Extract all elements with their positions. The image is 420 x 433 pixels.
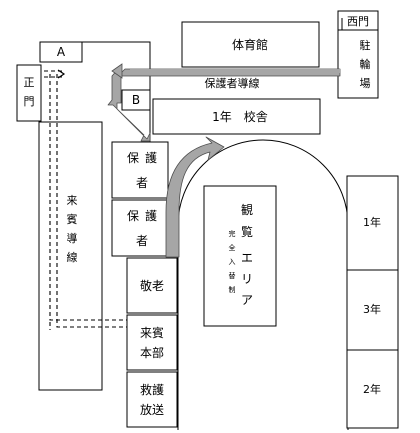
class-1-label: 1年 [363,215,381,229]
class-3-block [346,269,399,351]
full-rotation-label: 全 [229,243,236,252]
guardian-area-2-label: 者 [136,234,148,248]
guardian-area-2-label: 護 [145,208,157,223]
guest-route-label: 来 [67,194,78,207]
exchange-curved-arrow [165,136,225,258]
gate-b-box [121,89,151,111]
viewing-area-label: 覧 [241,225,253,239]
full-rotation-label: 制 [229,285,236,294]
guardian-area-1-label: 者 [136,176,148,190]
guest-hq-label: 来賓 [140,325,164,340]
viewing-area-label: リ [241,272,253,286]
first-year-building-label: 1年 校舎 [212,109,268,124]
gate-b-label: B [132,93,140,107]
bicycle-parking-label: 駐 [360,38,371,52]
viewing-area-label: エ [241,251,253,265]
guardian-area-2-box [111,199,169,257]
viewing-area-box [203,185,277,327]
guardian-route-label: 保護者導線 [205,76,260,90]
gate-a-label: A [57,45,66,59]
class-3-label: 3年 [363,302,381,316]
first-year-building-box [152,98,321,135]
guest-route-label: 導 [67,231,78,245]
class-2-block [346,349,399,429]
gate-a-box [39,41,83,63]
elderly-seating-label: 敬老 [140,279,164,293]
full-rotation-label: 替 [229,271,236,280]
viewing-area-label: ア [241,293,253,307]
track-outline [177,139,349,430]
bicycle-parking-box [337,29,379,99]
guardian-route-arrow-head [111,63,123,79]
class-2-label: 2年 [363,382,381,396]
guest-route-arrow-top [57,69,66,79]
first-aid-broadcast-label: 放送 [140,402,164,417]
bicycle-parking-label: 輪 [360,57,371,71]
guardian-area-1-label: 護 [145,150,157,165]
guardian-area-1-box [111,141,169,199]
elderly-seating-box [126,257,178,314]
main-gate-box [16,64,42,122]
guardian-area-1-label: 保 [127,151,139,165]
first-aid-broadcast-box [126,371,178,428]
guest-hq-label: 本部 [140,345,164,360]
main-gate-label: 正 [24,76,35,89]
main-gate-label: 門 [24,95,35,108]
gymnasium-label: 体育館 [232,37,268,52]
gymnasium-box [181,21,320,68]
class-1-block [346,175,399,271]
viewing-area-label: 観 [241,203,253,217]
full-rotation-label: 入 [229,258,236,266]
guardian-area-2-label: 保 [127,209,139,223]
guardian-route-arrow [130,69,340,73]
first-aid-broadcast-label: 救護 [140,382,164,397]
west-gate-label: 西門 [347,15,369,28]
bicycle-parking-label: 場 [360,77,371,90]
guest-route-label: 線 [67,250,78,264]
full-rotation-label: 完 [229,229,236,238]
guest-hq-box [126,314,178,371]
guest-route-label: 賓 [67,212,78,226]
